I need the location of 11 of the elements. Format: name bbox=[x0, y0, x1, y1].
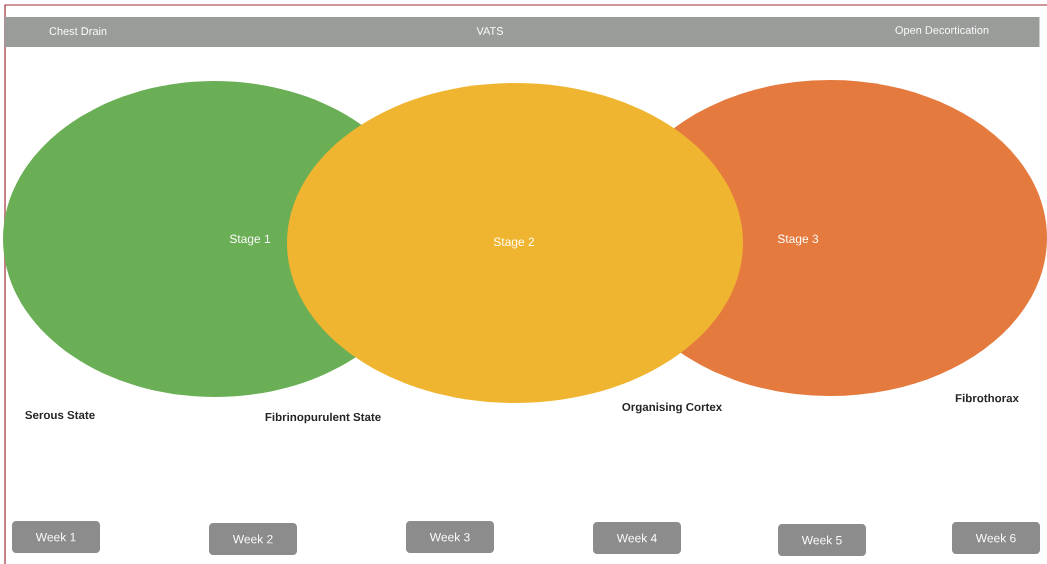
state-label: Organising Cortex bbox=[622, 402, 723, 414]
week-box: Week 5 bbox=[778, 524, 866, 556]
week-box: Week 2 bbox=[209, 523, 297, 555]
header-band: Chest Drain VATS Open Decortication bbox=[4, 17, 1040, 47]
week-box: Week 4 bbox=[593, 522, 681, 554]
state-label: Fibrothorax bbox=[955, 393, 1019, 403]
week-box: Week 6 bbox=[952, 522, 1040, 554]
state-label: Fibrinopurulent State bbox=[265, 412, 381, 424]
week-box: Week 3 bbox=[406, 521, 494, 553]
state-label: Serous State bbox=[25, 410, 95, 420]
week-box: Week 1 bbox=[12, 521, 100, 553]
